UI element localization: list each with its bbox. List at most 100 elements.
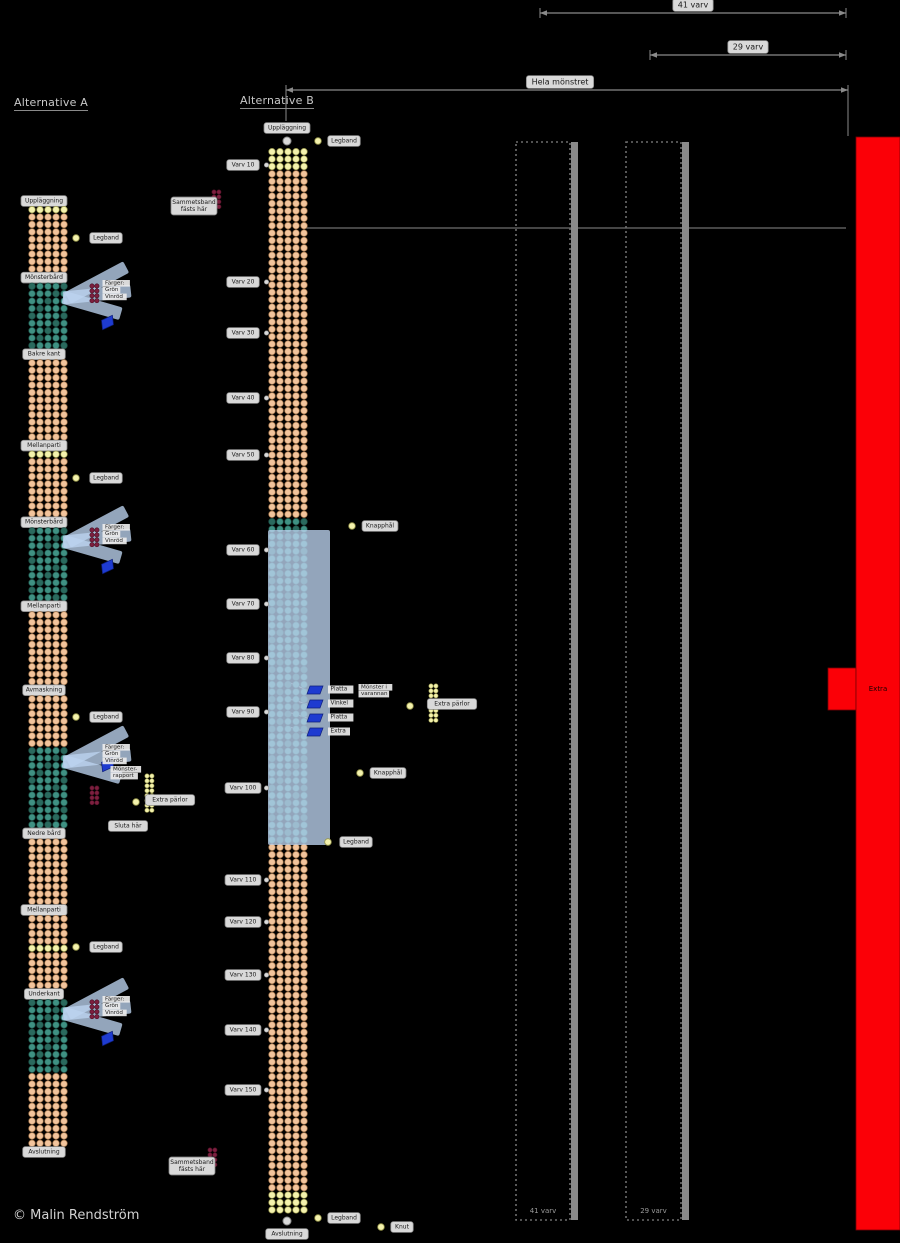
bead (28, 1132, 36, 1140)
bead (60, 312, 68, 320)
bead (60, 966, 68, 975)
bead (300, 347, 308, 356)
bead (52, 929, 60, 938)
bead (284, 1184, 292, 1192)
bead (300, 384, 308, 393)
bead (52, 761, 60, 770)
bead (52, 586, 60, 594)
bead (52, 937, 60, 945)
bead (52, 890, 60, 898)
bead (268, 888, 276, 896)
bead (276, 355, 284, 363)
bead (52, 366, 60, 374)
bead (60, 1036, 68, 1044)
note-text: Grön (105, 287, 119, 293)
bead (300, 962, 308, 970)
bead (36, 542, 44, 550)
bead (300, 1198, 308, 1207)
bead (268, 984, 276, 992)
bead (60, 265, 68, 273)
bead (300, 333, 308, 341)
row-marker-label: Varv 140 (230, 1026, 257, 1033)
bead (284, 1036, 292, 1044)
bead (276, 458, 284, 467)
bead (284, 503, 292, 511)
bead (52, 813, 60, 821)
bead (284, 266, 292, 274)
bead (60, 243, 68, 251)
bead (44, 966, 52, 975)
bead (276, 991, 284, 999)
row-marker-dot (263, 547, 270, 553)
bead (44, 640, 52, 649)
bead (44, 502, 52, 510)
bead (44, 465, 52, 473)
note-bg (102, 750, 121, 758)
bead (44, 1102, 52, 1110)
bead (268, 495, 276, 504)
row-marker-dot (263, 877, 270, 883)
row-marker-label: Varv 110 (230, 876, 257, 883)
bead (60, 480, 68, 488)
bead (44, 1043, 52, 1051)
row-marker-dot (263, 452, 270, 458)
bead (276, 222, 284, 230)
bead (268, 288, 276, 296)
bead (52, 611, 60, 619)
bead (268, 192, 276, 200)
bead (268, 236, 276, 245)
bead (276, 318, 284, 326)
bead (28, 1117, 36, 1125)
bead (36, 1021, 44, 1029)
bead (292, 865, 300, 874)
floating-label: Knapphål (374, 769, 403, 776)
bead (284, 1161, 292, 1170)
color-key-bead (94, 283, 100, 289)
bead (292, 976, 300, 985)
bead (36, 1006, 44, 1014)
bead (292, 458, 300, 467)
section-label (20, 195, 68, 207)
bead (276, 251, 284, 259)
bead (268, 421, 276, 430)
bead (44, 327, 52, 335)
bead (60, 1050, 68, 1059)
bead (28, 472, 36, 481)
bead (60, 418, 68, 426)
bead (28, 593, 36, 602)
bead (44, 626, 52, 634)
bead (300, 155, 308, 163)
bead (60, 845, 68, 854)
bead (52, 593, 60, 602)
bead (60, 798, 68, 807)
bead (60, 981, 68, 989)
bead (28, 282, 36, 290)
bead (36, 458, 44, 466)
bead (52, 677, 60, 686)
bead (52, 327, 60, 335)
bead (28, 929, 36, 938)
bead (268, 340, 276, 348)
red-bar (855, 136, 900, 1231)
bead (28, 1073, 36, 1081)
section-label: Mellanparti (27, 442, 61, 449)
color-key-bead (212, 1147, 218, 1153)
bead (276, 177, 284, 185)
bead (292, 917, 300, 925)
bead (284, 229, 292, 237)
bead (60, 1117, 68, 1125)
bead (36, 966, 44, 975)
bead (284, 288, 292, 296)
bead (268, 222, 276, 230)
bead (284, 947, 292, 955)
floating-label (89, 472, 123, 484)
bead (52, 1139, 60, 1147)
bead (300, 170, 308, 178)
bead (284, 984, 292, 992)
bead (36, 747, 44, 755)
bead (300, 510, 308, 518)
extra-bead (149, 783, 155, 789)
bead (28, 761, 36, 770)
bead (28, 265, 36, 273)
row-marker-label: Varv 130 (230, 971, 257, 978)
